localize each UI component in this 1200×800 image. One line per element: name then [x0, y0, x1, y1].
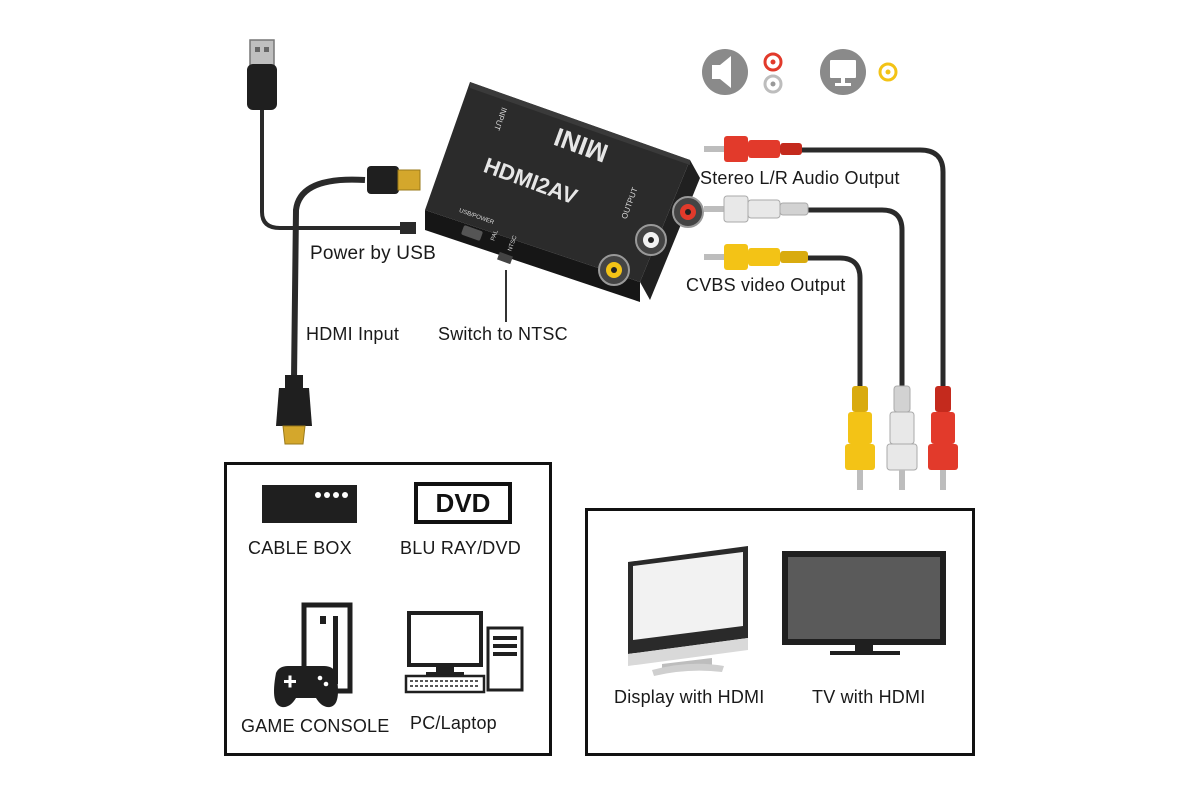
- blu-ray-dvd-label: BLU RAY/DVD: [400, 538, 521, 558]
- display-with-hdmi-label: Display with HDMI: [614, 687, 765, 707]
- controller-icon: [274, 666, 338, 708]
- usb-power-cable: [260, 110, 410, 230]
- television-icon: [782, 551, 946, 655]
- cvbs-video-output-label: CVBS video Output: [686, 275, 846, 295]
- adapter-rca-jacks: [598, 196, 704, 286]
- usb-micro-plug: [400, 222, 416, 234]
- adapter-usb-port: [461, 225, 483, 241]
- rca-white-cable: [808, 207, 905, 398]
- hdmi-plug-bottom: [276, 375, 312, 445]
- stereo-audio-output-label: Stereo L/R Audio Output: [700, 168, 900, 188]
- switch-to-ntsc-label: Switch to NTSC: [438, 324, 568, 344]
- video-rca-yellow-icon: [878, 62, 898, 82]
- power-by-usb-label: Power by USB: [310, 243, 436, 264]
- rca-plug-white-horizontal: [704, 195, 809, 223]
- computer-icon: [404, 611, 524, 694]
- adapter-ntsc-switch: [497, 251, 513, 265]
- adapter-pal-text: PAL: [490, 229, 500, 242]
- rca-plug-red-horizontal: [704, 136, 802, 162]
- rca-yellow-cable: [808, 255, 863, 398]
- monitor-icon: [820, 49, 866, 95]
- pc-laptop-label: PC/Laptop: [410, 713, 497, 733]
- game-console-tower-icon: [301, 602, 353, 694]
- speaker-icon: [702, 49, 748, 95]
- dvd-logo-frame: [414, 482, 512, 524]
- rca-plug-yellow-horizontal: [704, 244, 808, 270]
- rca-plug-red-vertical: [928, 386, 958, 490]
- usb-plug: [247, 39, 277, 110]
- tv-with-hdmi-label: TV with HDMI: [812, 687, 926, 707]
- game-console-label: GAME CONSOLE: [241, 716, 390, 736]
- hdmi-input-cable: [291, 176, 366, 381]
- dvd-logo-label: DVD: [436, 488, 491, 518]
- adapter-ntsc-text: NTSC: [507, 234, 518, 252]
- hdmi-input-label: HDMI Input: [306, 324, 400, 344]
- hdmi-plug-top: [367, 166, 421, 194]
- cable-box-icon-overlay: [262, 485, 357, 523]
- rca-plug-yellow-vertical: [845, 386, 875, 490]
- rca-plug-white-vertical: [886, 385, 918, 490]
- cable-box-label: CABLE BOX: [248, 538, 352, 558]
- display-monitor-icon: [628, 546, 748, 676]
- audio-rca-red-white-icon: [763, 52, 783, 94]
- rca-red-cable: [800, 147, 946, 398]
